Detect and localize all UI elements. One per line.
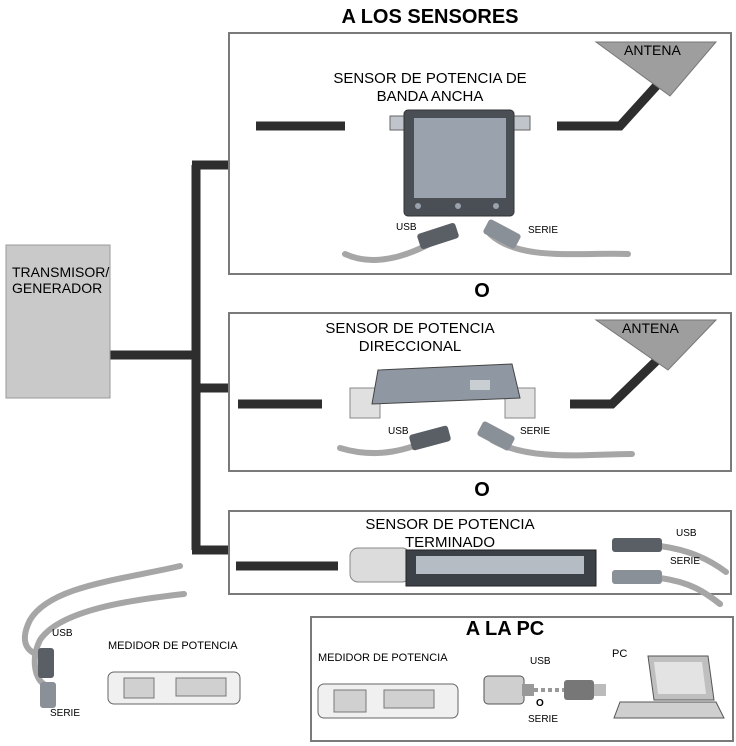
cables-left-meter (21, 563, 187, 687)
usb-label-2: USB (388, 426, 409, 437)
antenna-label-1: ANTENA (624, 42, 681, 58)
directional-sensor-title: SENSOR DE POTENCIA DIRECCIONAL (325, 320, 495, 355)
usb-label-1: USB (396, 222, 417, 233)
serial-label-3: SERIE (670, 556, 701, 567)
or-separator-1: O (474, 280, 490, 302)
serial-label-1: SERIE (528, 225, 559, 236)
wideband-sensor-panel (228, 32, 732, 275)
pc-title: A LA PC (465, 618, 545, 640)
or-separator-2: O (474, 479, 490, 501)
antenna-label-2: ANTENA (622, 320, 679, 336)
meter-left-label: MEDIDOR DE POTENCIA (108, 640, 238, 652)
usb-label-3: USB (676, 528, 697, 539)
wideband-sensor-title: SENSOR DE POTENCIA DE BANDA ANCHA (333, 70, 527, 105)
pc-panel-meter-label: MEDIDOR DE POTENCIA (318, 652, 448, 664)
cable-connectors-left-meter (38, 648, 56, 708)
power-meter-left-device (107, 671, 241, 705)
transmitter-box (5, 244, 111, 399)
terminated-sensor-title: SENSOR DE POTENCIA TERMINADO (365, 516, 535, 551)
pc-panel-usb-label: USB (530, 656, 551, 667)
meter-left-serial-label: SERIE (50, 708, 81, 719)
serial-label-2: SERIE (520, 426, 551, 437)
pc-label: PC (612, 648, 628, 660)
sensors-title: A LOS SENSORES (341, 6, 519, 28)
pc-panel-or-label: O (536, 698, 544, 709)
pc-panel-serial-label: SERIE (528, 714, 559, 725)
transmitter-label: TRANSMISOR/ GENERADOR (12, 264, 110, 296)
meter-left-usb-label: USB (52, 628, 73, 639)
